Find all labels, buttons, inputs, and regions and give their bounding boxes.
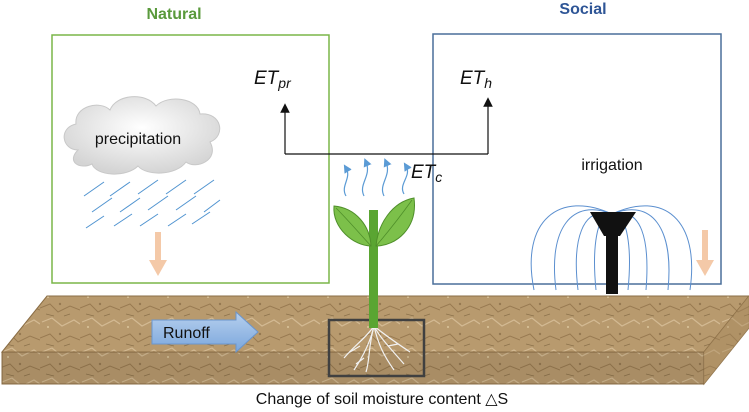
rain-icon xyxy=(83,179,221,229)
roots-icon xyxy=(343,325,411,373)
irrigation-label: irrigation xyxy=(581,157,642,174)
infiltration-arrow-natural xyxy=(149,232,167,276)
social-title: Social xyxy=(559,1,606,18)
et-pr-label: ETpr xyxy=(254,68,292,91)
et-c-label: ETc xyxy=(411,162,442,185)
et-connector xyxy=(280,97,493,155)
precipitation-label: precipitation xyxy=(95,131,181,148)
runoff-arrow xyxy=(151,310,259,354)
runoff-label: Runoff xyxy=(163,325,210,342)
transpiration-arrows-icon xyxy=(343,158,412,197)
social-box xyxy=(432,33,722,285)
infiltration-arrow-social xyxy=(696,230,714,276)
cloud-icon xyxy=(63,96,221,175)
plant-icon xyxy=(333,197,415,328)
et-h-label: ETh xyxy=(460,68,492,91)
sprinkler-icon xyxy=(590,212,636,294)
natural-title: Natural xyxy=(146,6,201,23)
soil-moisture-caption: Change of soil moisture content △S xyxy=(256,391,508,408)
